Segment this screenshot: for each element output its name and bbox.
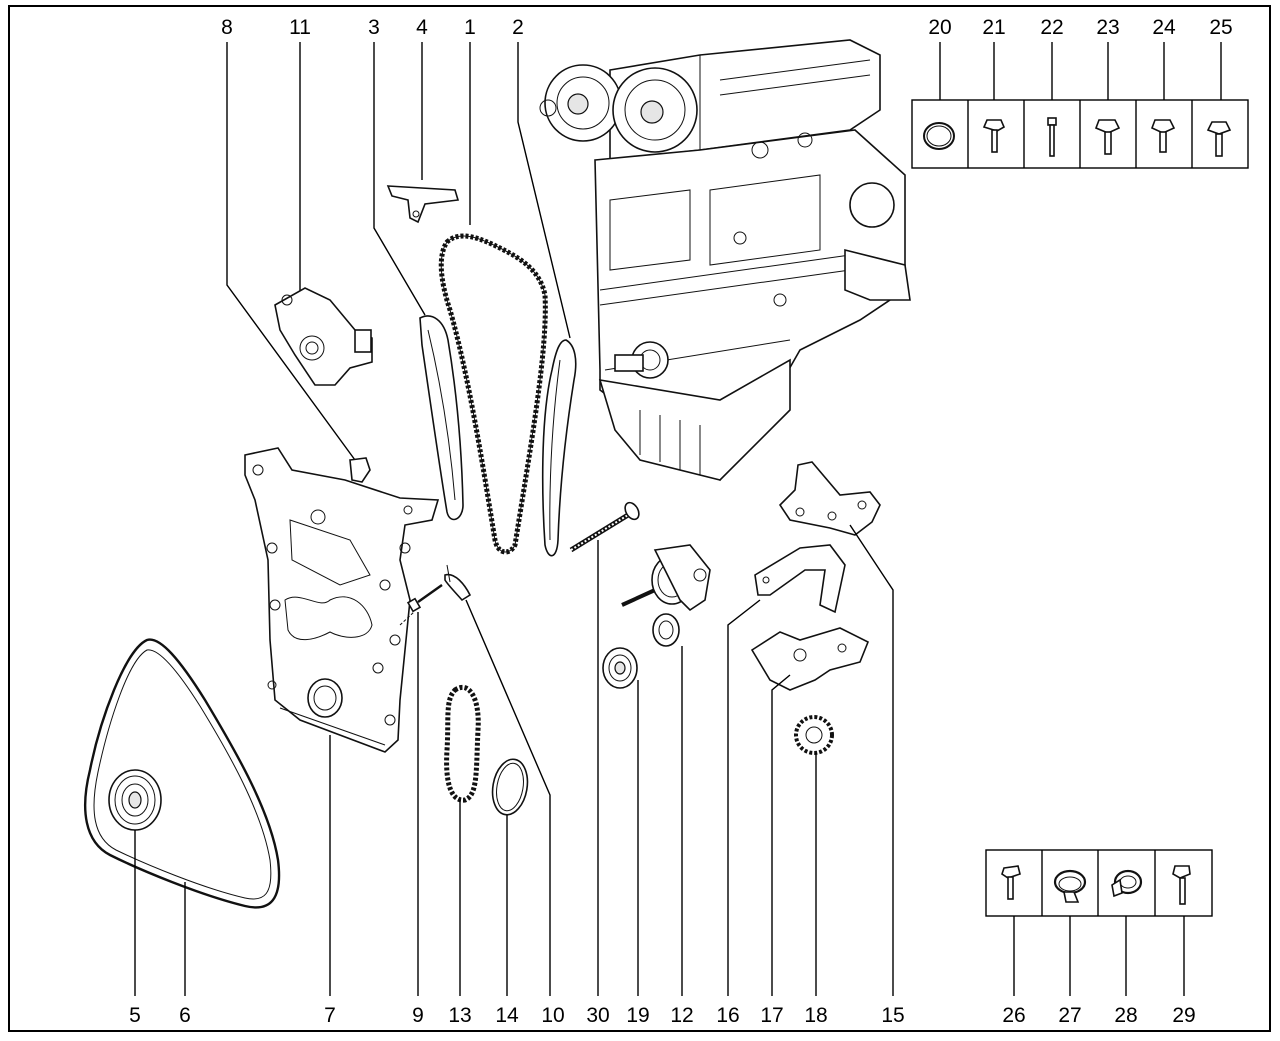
timing-chain bbox=[438, 233, 548, 555]
callout-27: 27 bbox=[1058, 1004, 1081, 1027]
kit-box-top: 20 21 22 23 24 25 bbox=[911, 16, 1249, 169]
chain-guide-upper bbox=[386, 185, 460, 224]
bolt-icon bbox=[1206, 121, 1232, 157]
top-leaders bbox=[226, 42, 571, 461]
bottom-leaders bbox=[134, 524, 894, 996]
engine-mount bbox=[778, 461, 881, 536]
belt-tensioner bbox=[621, 544, 711, 647]
tensioner-rail bbox=[419, 315, 464, 521]
callout-12: 12 bbox=[670, 1004, 693, 1027]
bolt-icon bbox=[1001, 865, 1021, 900]
bolt-icon bbox=[1150, 119, 1176, 153]
engine-block bbox=[539, 39, 911, 482]
callout-24: 24 bbox=[1152, 16, 1176, 39]
callout-2: 2 bbox=[512, 16, 524, 39]
callout-4: 4 bbox=[416, 16, 428, 39]
long-bolt bbox=[569, 501, 640, 553]
bolt-icon bbox=[1172, 865, 1191, 905]
callout-21: 21 bbox=[982, 16, 1005, 39]
callout-9: 9 bbox=[412, 1004, 424, 1027]
bolt-icon bbox=[982, 119, 1006, 153]
kit-box-bottom: 26 27 28 29 bbox=[985, 849, 1213, 1027]
callout-19: 19 bbox=[626, 1004, 649, 1027]
callout-20: 20 bbox=[928, 16, 951, 39]
timing-cover bbox=[244, 447, 440, 753]
bracket-clip bbox=[349, 457, 371, 483]
callout-3: 3 bbox=[368, 16, 380, 39]
callout-28: 28 bbox=[1114, 1004, 1137, 1027]
callout-29: 29 bbox=[1172, 1004, 1195, 1027]
oil-pump bbox=[274, 287, 373, 386]
callout-15: 15 bbox=[881, 1004, 904, 1027]
bolt-icon bbox=[1047, 117, 1057, 157]
callout-10: 10 bbox=[541, 1004, 564, 1027]
callout-17: 17 bbox=[760, 1004, 783, 1027]
callout-11: 11 bbox=[289, 16, 311, 39]
drive-belt bbox=[84, 638, 281, 909]
callout-8: 8 bbox=[221, 16, 233, 39]
callout-23: 23 bbox=[1096, 16, 1119, 39]
sprocket bbox=[794, 715, 834, 755]
callout-18: 18 bbox=[804, 1004, 827, 1027]
callout-6: 6 bbox=[179, 1004, 191, 1027]
callout-16: 16 bbox=[716, 1004, 739, 1027]
callout-13: 13 bbox=[448, 1004, 471, 1027]
callout-30: 30 bbox=[586, 1004, 609, 1027]
callout-7: 7 bbox=[324, 1004, 336, 1027]
callout-25: 25 bbox=[1209, 16, 1232, 39]
callout-1: 1 bbox=[464, 16, 476, 39]
idler-pulley bbox=[602, 647, 638, 689]
bolt-icon bbox=[1094, 119, 1121, 155]
callout-14: 14 bbox=[495, 1004, 519, 1027]
stud bbox=[399, 584, 443, 626]
gasket bbox=[491, 758, 529, 816]
bracket bbox=[754, 544, 846, 614]
crankshaft-pulley bbox=[108, 769, 162, 831]
hose-clamp-icon bbox=[1053, 869, 1087, 903]
callout-5: 5 bbox=[129, 1004, 141, 1027]
chain-tensioner-lever bbox=[444, 564, 472, 602]
frame bbox=[8, 5, 1271, 1032]
callout-22: 22 bbox=[1040, 16, 1063, 39]
guide-rail bbox=[541, 339, 577, 557]
mount-bracket bbox=[750, 627, 870, 691]
seal-ring-icon bbox=[923, 122, 955, 150]
callout-26: 26 bbox=[1002, 1004, 1025, 1027]
hose-clamp-icon bbox=[1111, 869, 1143, 898]
oil-pump-chain bbox=[444, 685, 481, 803]
